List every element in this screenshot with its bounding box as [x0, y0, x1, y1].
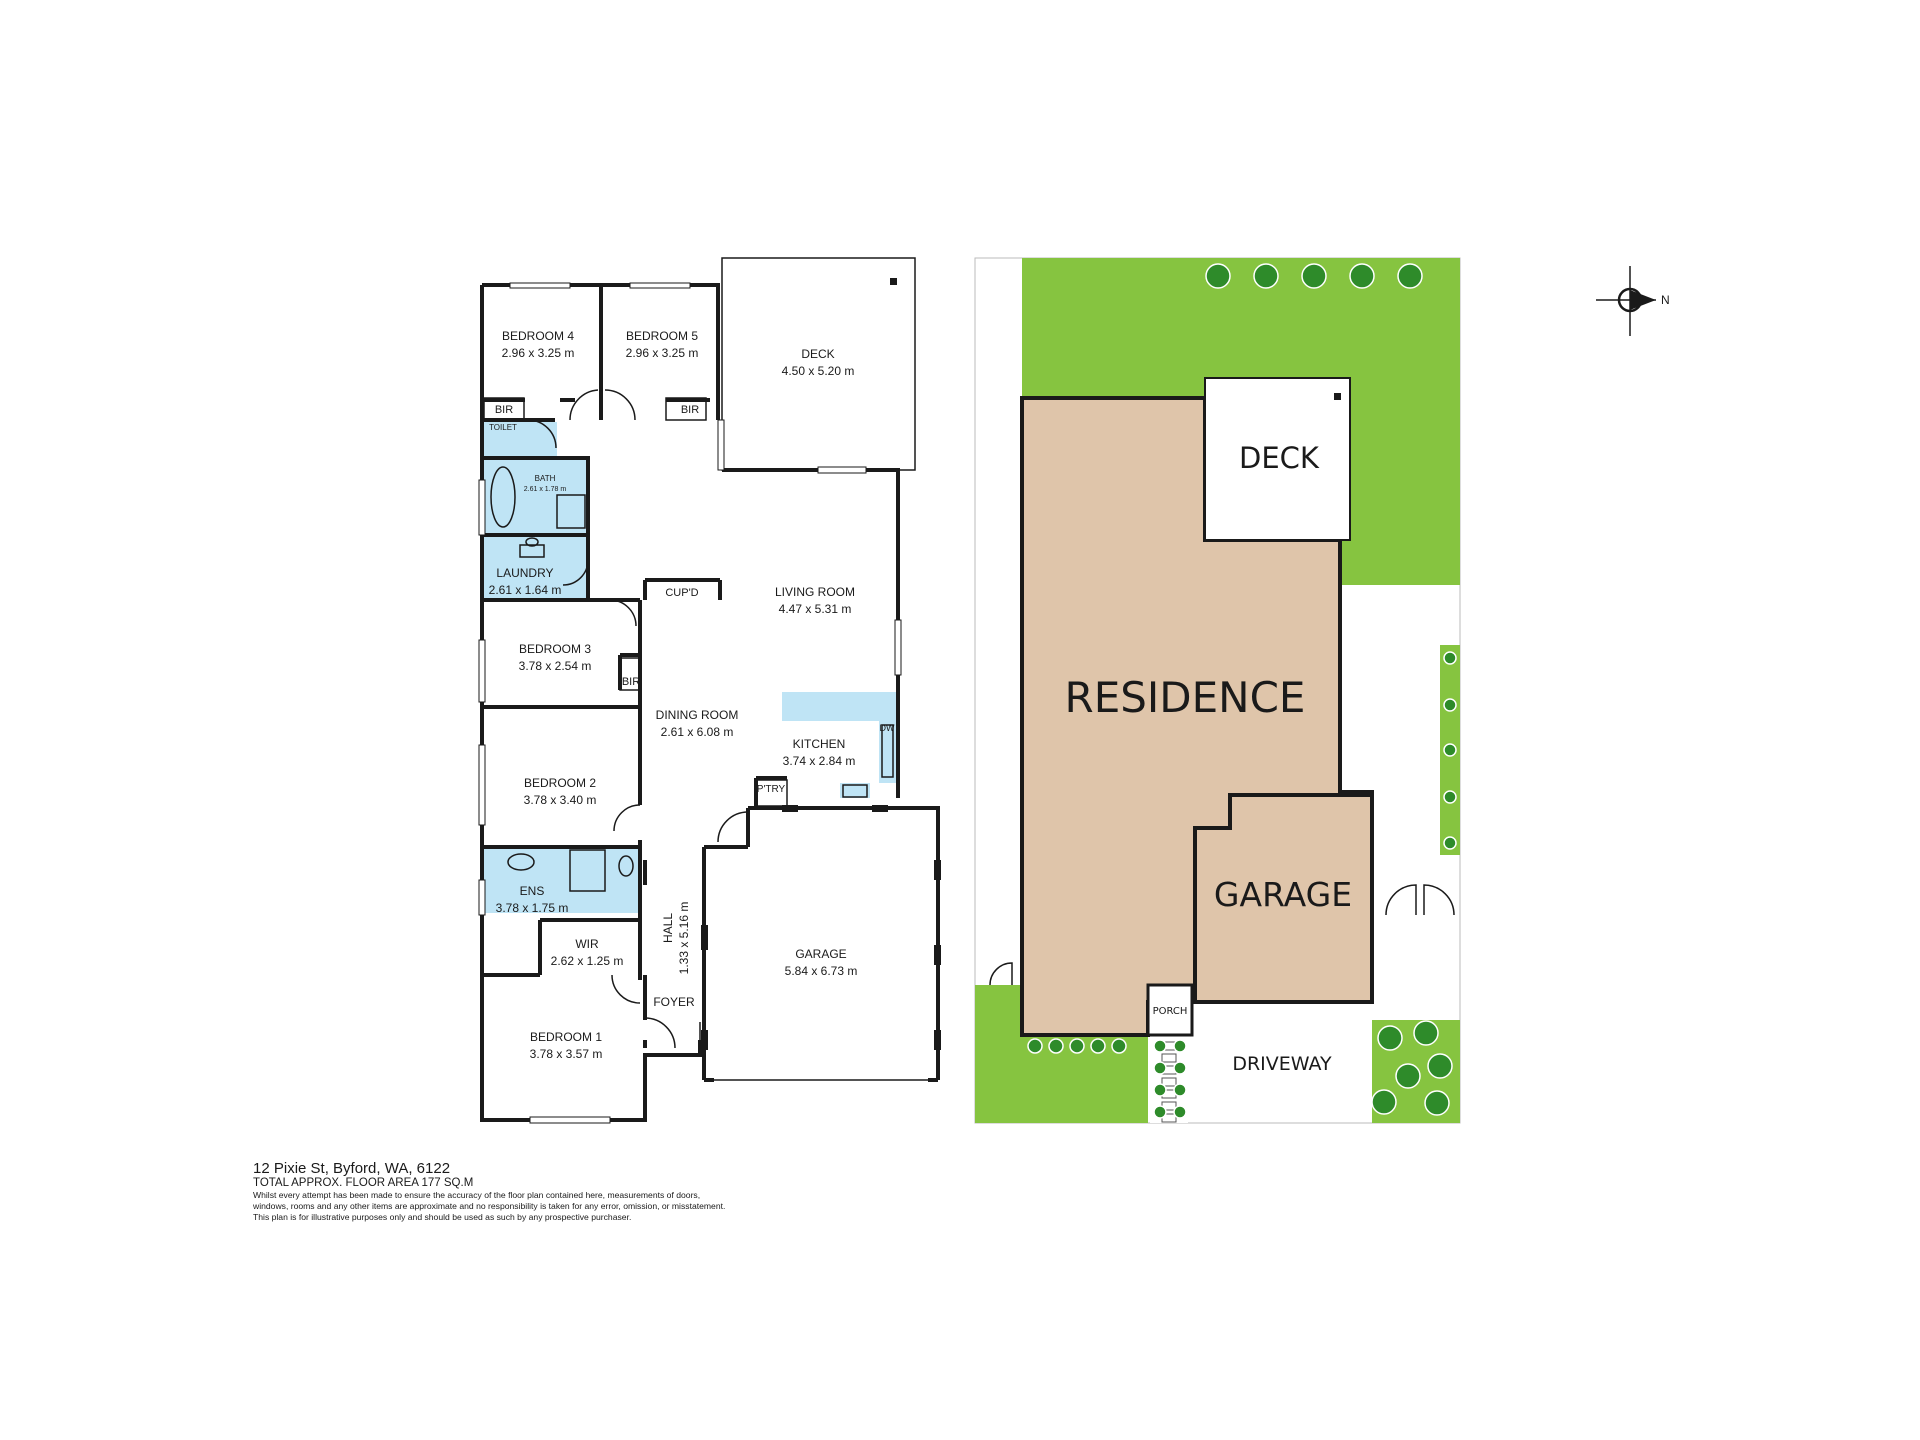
room-name: BEDROOM 2	[524, 776, 596, 790]
room-name: KITCHEN	[793, 737, 846, 751]
room-name: DINING ROOM	[656, 708, 739, 722]
garage-walls	[702, 806, 940, 1082]
bir-box	[619, 657, 641, 691]
floor-plan: BEDROOM 4 2.96 x 3.25 m BEDROOM 5 2.96 x…	[478, 257, 941, 1124]
room-dims: 5.84 x 6.73 m	[785, 964, 858, 978]
room-name: BATH	[535, 474, 556, 483]
room-dims: 3.78 x 1.75 m	[496, 901, 569, 915]
toilet-label: TOILET	[489, 423, 517, 432]
room-name: BEDROOM 4	[502, 329, 574, 343]
room-dims: 3.74 x 2.84 m	[783, 754, 856, 768]
room-dims: 3.78 x 2.54 m	[519, 659, 592, 673]
gates	[989, 884, 1455, 986]
deck-post	[890, 278, 897, 285]
exterior-walls	[480, 283, 900, 1122]
cupboard-label: CUP'D	[665, 587, 698, 599]
property-address: 12 Pixie St, Byford, WA, 6122	[253, 1160, 451, 1177]
bir-label: BIR	[681, 404, 699, 416]
room-name: ENS	[520, 884, 545, 898]
wet-areas	[482, 422, 896, 913]
room-name: HALL	[661, 913, 675, 943]
disclaimer-line: windows, rooms and any other items are a…	[253, 1201, 726, 1211]
path-pavers	[1161, 1041, 1177, 1123]
garage-label: GARAGE	[1214, 875, 1352, 914]
room-dims: 1.33 x 5.16 m	[677, 902, 691, 975]
dishwasher-label: DW	[880, 723, 895, 733]
porch-label: PORCH	[1153, 1006, 1188, 1017]
bir-box	[665, 397, 707, 421]
room-dims: 2.96 x 3.25 m	[502, 346, 575, 360]
compass-arrow-icon	[1630, 290, 1656, 310]
compass-north-label: N	[1661, 293, 1670, 307]
disclaimer-line: This plan is for illustrative purposes o…	[253, 1212, 632, 1222]
room-dims: 2.61 x 1.78 m	[524, 486, 567, 493]
room-name: DECK	[801, 347, 834, 361]
garage-footprint	[1193, 793, 1374, 1004]
pantry-box	[755, 779, 788, 807]
windows	[478, 282, 902, 1124]
room-name: WIR	[575, 937, 599, 951]
north-compass: N	[1596, 266, 1670, 336]
room-dims: 2.62 x 1.25 m	[551, 954, 624, 968]
room-dims: 2.61 x 1.64 m	[489, 583, 562, 597]
site-plan: RESIDENCE DECK GARAGE PORCH DRIVEWAY	[974, 257, 1461, 1124]
porch-box	[1146, 983, 1194, 1037]
room-name: BEDROOM 1	[530, 1030, 602, 1044]
residence-label: RESIDENCE	[1065, 673, 1306, 722]
doors-and-fixtures	[490, 389, 894, 1050]
site-labels: RESIDENCE DECK GARAGE PORCH DRIVEWAY	[1065, 441, 1353, 1075]
deck-label: DECK	[1239, 441, 1320, 475]
room-name: BEDROOM 5	[626, 329, 698, 343]
room-labels: BEDROOM 4 2.96 x 3.25 m BEDROOM 5 2.96 x…	[489, 329, 895, 1061]
bir-label: BIR	[622, 676, 640, 688]
site-deck-post	[1334, 393, 1341, 400]
foyer-label: FOYER	[653, 995, 695, 1009]
room-dims: 3.78 x 3.57 m	[530, 1047, 603, 1061]
room-dims: 2.61 x 6.08 m	[661, 725, 734, 739]
room-name: LIVING ROOM	[775, 585, 855, 599]
driveway-label: DRIVEWAY	[1232, 1053, 1332, 1075]
room-name: BEDROOM 3	[519, 642, 591, 656]
room-dims: 3.78 x 3.40 m	[524, 793, 597, 807]
room-name: LAUNDRY	[496, 566, 553, 580]
disclaimer-line: Whilst every attempt has been made to en…	[253, 1190, 701, 1200]
plan-footer: 12 Pixie St, Byford, WA, 6122 TOTAL APPR…	[253, 1160, 853, 1223]
room-dims: 2.96 x 3.25 m	[626, 346, 699, 360]
bir-box	[483, 397, 525, 421]
trees	[1027, 263, 1457, 1119]
garage-posts	[701, 805, 941, 1050]
room-dims: 4.47 x 5.31 m	[779, 602, 852, 616]
site-deck	[1204, 377, 1351, 541]
total-floor-area: TOTAL APPROX. FLOOR AREA 177 SQ.M	[253, 1177, 474, 1189]
room-name: GARAGE	[795, 947, 846, 961]
pantry-label: P'TRY	[757, 784, 786, 795]
bir-label: BIR	[495, 404, 513, 416]
room-dims: 4.50 x 5.20 m	[782, 364, 855, 378]
